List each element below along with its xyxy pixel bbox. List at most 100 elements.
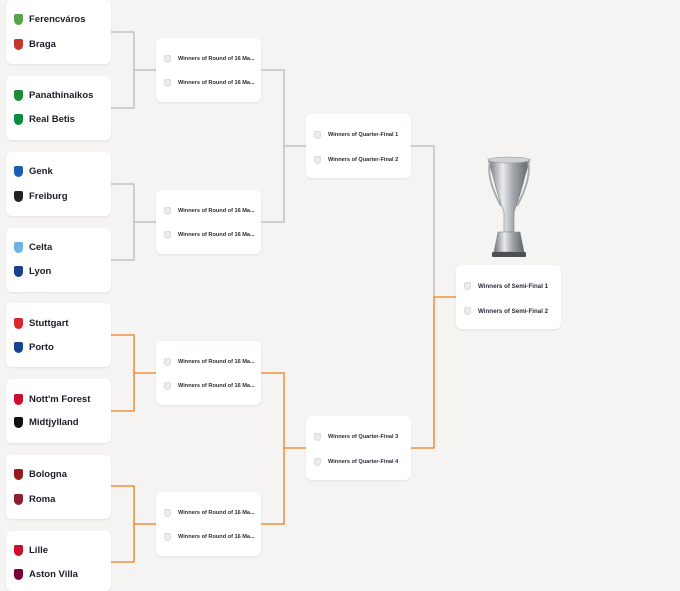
team-row[interactable]: Braga [14, 39, 56, 50]
freiburg-crest-icon [14, 191, 23, 202]
placeholder-crest-icon [164, 509, 171, 517]
connector-line [111, 334, 156, 412]
slot-label: Winners of Round of 16 Ma... [178, 383, 255, 389]
slot-label: Winners of Round of 16 Ma... [178, 510, 255, 516]
match-card-bologna-roma[interactable]: Bologna Roma [6, 455, 111, 519]
team-name: Celta [29, 242, 53, 253]
placeholder-crest-icon [164, 358, 171, 366]
placeholder-crest-icon [164, 231, 171, 239]
match-card-lille-villa[interactable]: Lille Aston Villa [6, 531, 111, 591]
team-name: Bologna [29, 469, 67, 480]
slot: Winners of Round of 16 Ma... [164, 358, 255, 366]
team-row[interactable]: Midtjylland [14, 417, 79, 428]
stuttgart-crest-icon [14, 318, 23, 329]
quarter-final-3-card[interactable]: Winners of Round of 16 Ma... Winners of … [156, 341, 261, 405]
roma-crest-icon [14, 494, 23, 505]
team-name: Real Betis [29, 114, 75, 125]
team-name: Nott'm Forest [29, 394, 91, 405]
quarter-final-2-card[interactable]: Winners of Round of 16 Ma... Winners of … [156, 190, 261, 254]
team-name: Lyon [29, 266, 52, 277]
match-card-stuttgart-porto[interactable]: Stuttgart Porto [6, 303, 111, 367]
quarter-final-4-card[interactable]: Winners of Round of 16 Ma... Winners of … [156, 492, 261, 556]
team-name: Genk [29, 166, 53, 177]
team-name: Panathinaikos [29, 90, 94, 101]
porto-crest-icon [14, 342, 23, 353]
slot-label: Winners of Round of 16 Ma... [178, 56, 255, 62]
final-card[interactable]: Winners of Semi-Final 1 Winners of Semi-… [456, 265, 561, 329]
team-name: Lille [29, 545, 49, 556]
slot-label: Winners of Round of 16 Ma... [178, 359, 255, 365]
team-row[interactable]: Panathinaikos [14, 90, 93, 101]
slot-label: Winners of Quarter-Final 3 [328, 434, 399, 440]
slot: Winners of Quarter-Final 4 [314, 458, 398, 466]
team-row[interactable]: Lille [14, 545, 48, 556]
team-name: Midtjylland [29, 417, 79, 428]
lyon-crest-icon [14, 266, 23, 277]
quarter-final-1-card[interactable]: Winners of Round of 16 Ma... Winners of … [156, 38, 261, 102]
team-name: Braga [29, 39, 56, 50]
celta-crest-icon [14, 242, 23, 253]
placeholder-crest-icon [314, 156, 321, 164]
slot-label: Winners of Quarter-Final 1 [328, 132, 399, 138]
braga-crest-icon [14, 39, 23, 50]
genk-crest-icon [14, 166, 23, 177]
team-row[interactable]: Lyon [14, 266, 51, 277]
connector-line [411, 145, 435, 297]
team-row[interactable]: Roma [14, 494, 55, 505]
slot: Winners of Round of 16 Ma... [164, 79, 255, 87]
lille-crest-icon [14, 545, 23, 556]
slot: Winners of Semi-Final 1 [464, 282, 548, 290]
semi-final-2-card[interactable]: Winners of Quarter-Final 3 Winners of Qu… [306, 416, 411, 480]
connector-line [111, 485, 156, 563]
team-name: Freiburg [29, 191, 68, 202]
slot: Winners of Quarter-Final 3 [314, 433, 398, 441]
team-row[interactable]: Stuttgart [14, 318, 69, 329]
slot: Winners of Semi-Final 2 [464, 307, 548, 315]
team-row[interactable]: Bologna [14, 469, 67, 480]
team-name: Stuttgart [29, 318, 69, 329]
team-row[interactable]: Celta [14, 242, 52, 253]
semi-final-1-card[interactable]: Winners of Quarter-Final 1 Winners of Qu… [306, 114, 411, 178]
slot-label: Winners of Semi-Final 2 [478, 307, 549, 315]
slot-label: Winners of Round of 16 Ma... [178, 80, 255, 86]
match-card-genk-freiburg[interactable]: Genk Freiburg [6, 152, 111, 216]
placeholder-crest-icon [314, 131, 321, 139]
ferencvaros-crest-icon [14, 14, 23, 25]
team-name: Ferencváros [29, 14, 86, 25]
slot: Winners of Round of 16 Ma... [164, 533, 255, 541]
team-row[interactable]: Freiburg [14, 191, 68, 202]
team-row[interactable]: Porto [14, 342, 54, 353]
connector-line [261, 372, 306, 525]
aston-villa-crest-icon [14, 569, 23, 580]
slot: Winners of Round of 16 Ma... [164, 55, 255, 63]
placeholder-crest-icon [164, 79, 171, 87]
placeholder-crest-icon [164, 533, 171, 541]
placeholder-crest-icon [464, 307, 471, 315]
team-name: Roma [29, 494, 56, 505]
slot: Winners of Quarter-Final 2 [314, 156, 398, 164]
slot: Winners of Quarter-Final 1 [314, 131, 398, 139]
slot-label: Winners of Round of 16 Ma... [178, 534, 255, 540]
connector-line [411, 296, 456, 449]
team-row[interactable]: Ferencváros [14, 14, 86, 25]
connector-line [111, 183, 156, 261]
slot-label: Winners of Round of 16 Ma... [178, 208, 255, 214]
connector-line [261, 69, 306, 223]
match-card-panathinaikos-betis[interactable]: Panathinaikos Real Betis [6, 76, 111, 140]
team-row[interactable]: Nott'm Forest [14, 394, 90, 405]
panathinaikos-crest-icon [14, 90, 23, 101]
midtjylland-crest-icon [14, 417, 23, 428]
team-row[interactable]: Real Betis [14, 114, 75, 125]
team-row[interactable]: Genk [14, 166, 53, 177]
placeholder-crest-icon [164, 382, 171, 390]
match-card-celta-lyon[interactable]: Celta Lyon [6, 228, 111, 292]
slot-label: Winners of Quarter-Final 2 [328, 157, 399, 163]
match-card-forest-midtjylland[interactable]: Nott'm Forest Midtjylland [6, 379, 111, 443]
placeholder-crest-icon [314, 458, 321, 466]
team-row[interactable]: Aston Villa [14, 569, 78, 580]
placeholder-crest-icon [164, 55, 171, 63]
match-card-ferencvaros-braga[interactable]: Ferencváros Braga [6, 0, 111, 64]
real-betis-crest-icon [14, 114, 23, 125]
slot: Winners of Round of 16 Ma... [164, 509, 255, 517]
